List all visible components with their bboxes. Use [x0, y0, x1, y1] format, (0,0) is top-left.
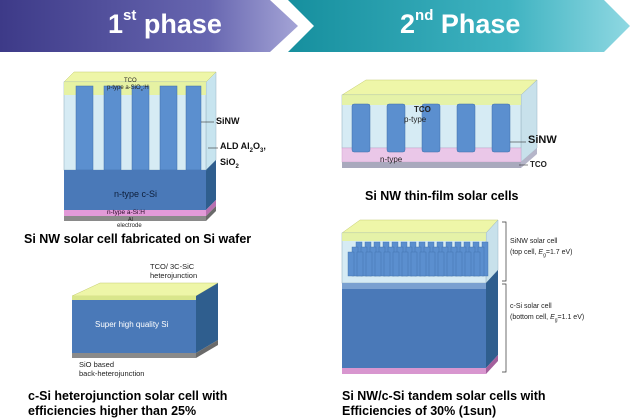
cell1-nanowire-array	[75, 85, 202, 171]
nanowire	[419, 251, 427, 277]
cell1-substrate	[64, 170, 206, 210]
cell1-electrode	[64, 216, 206, 221]
nanowire	[437, 251, 445, 277]
cell4-caption-line2: Efficiencies of 30% (1sun)	[342, 404, 497, 418]
cell4-base-layer	[342, 368, 486, 374]
cell1-sinw-label: SiNW	[216, 116, 240, 126]
cell3-caption-line1: c-Si heterojunction solar cell with	[28, 389, 228, 403]
phase1-chevron	[0, 0, 298, 52]
cell1-substrate-label: n-type c-Si	[114, 189, 158, 199]
cell2-p-layer-label: p-type	[404, 115, 427, 124]
nanowire	[464, 251, 472, 277]
cell2-tco-bottom-label: TCO	[530, 160, 547, 169]
cell1-al-label: Al	[128, 217, 133, 223]
cell4-bottom-label-2: (bottom cell, Eg=1.1 eV)	[510, 314, 585, 324]
nanowire	[356, 251, 364, 277]
cell3-caption-line2: efficiencies higher than 25%	[28, 404, 197, 418]
nanowire	[351, 103, 371, 153]
cell4-nanowire-array	[347, 241, 489, 277]
cell4-caption-line1: Si NW/c-Si tandem solar cells with	[342, 389, 546, 403]
cell4-top-label-1: SiNW solar cell	[510, 238, 558, 245]
nanowire	[410, 251, 418, 277]
cell3-tco-label: TCO/ 3C-SiC	[150, 262, 195, 271]
cell1-tco-label: TCO	[124, 78, 137, 84]
phase-header-bar	[0, 0, 630, 52]
nanowire	[374, 251, 382, 277]
cell3-side-back	[196, 340, 218, 358]
cell4-mid-layer	[342, 283, 486, 289]
cell2-n-layer-label: n-type	[380, 155, 403, 164]
nanowire	[401, 251, 409, 277]
cell1-n-layer	[64, 210, 206, 216]
cell1-electrode-label: electrode	[117, 223, 142, 229]
cell3-back-layer	[72, 353, 196, 358]
nanowire	[455, 251, 463, 277]
cell2-sinw-label: SiNW	[528, 134, 557, 146]
phase2-chevron	[288, 0, 630, 52]
nanowire	[392, 251, 400, 277]
cell2-nanowire-array	[351, 103, 511, 153]
cell3-si-body	[72, 300, 196, 353]
cell4-top-bracket	[502, 221, 507, 282]
cell4-bottom-si	[342, 289, 486, 368]
nanowire	[383, 251, 391, 277]
phase1-title: 1st phase	[108, 7, 222, 39]
cell3-hetero-label: heterojunction	[150, 271, 198, 280]
nanowire	[491, 103, 511, 153]
phase2-title: 2nd Phase	[400, 7, 521, 39]
cell3-body-label: Super high quality Si	[95, 320, 169, 329]
cell1-n-layer-label: n-type a-Si:H	[107, 209, 145, 216]
cell3-back1-label: SiO based	[79, 360, 115, 369]
nanowire	[446, 251, 454, 277]
cell2-top-tco	[342, 95, 521, 105]
cell4-top-label-2: (top cell, Eg=1.7 eV)	[510, 249, 573, 259]
cell4-top-tco	[342, 233, 486, 241]
cell1-p-layer-label: p-type a-SiOx:H	[107, 85, 149, 93]
cell1-side-substrate	[206, 160, 216, 210]
nanowire	[428, 251, 436, 277]
cell4-bottom-label-1: c-Si solar cell	[510, 303, 552, 310]
cell3-side-face	[196, 283, 218, 353]
cell2-tco-label: TCO	[414, 105, 431, 114]
cell3-back2-label: back-heterojunction	[79, 369, 145, 378]
cell4-bottom-side-base	[486, 355, 498, 374]
nanowire	[421, 103, 441, 153]
cell2-side-tco	[521, 148, 537, 168]
cell2-bottom-tco	[342, 162, 521, 168]
nanowire	[365, 251, 373, 277]
nanowire	[456, 103, 476, 153]
cell4-bottom-side	[486, 270, 498, 368]
cell1-side-electrode	[206, 206, 216, 221]
cell1-caption: Si NW solar cell fabricated on Si wafer	[24, 232, 252, 246]
cell1-side-n-layer	[206, 200, 216, 216]
cell3-tco-front	[72, 296, 196, 300]
nanowire	[347, 251, 355, 277]
cell2-caption: Si NW thin-film solar cells	[365, 189, 519, 203]
cell1-ald-label: ALD Al2O3,SiO2	[220, 141, 266, 170]
nanowire	[473, 251, 481, 277]
cell4-top-face	[341, 219, 499, 234]
nanowire	[386, 103, 406, 153]
cell4-bottom-bracket	[502, 283, 507, 373]
